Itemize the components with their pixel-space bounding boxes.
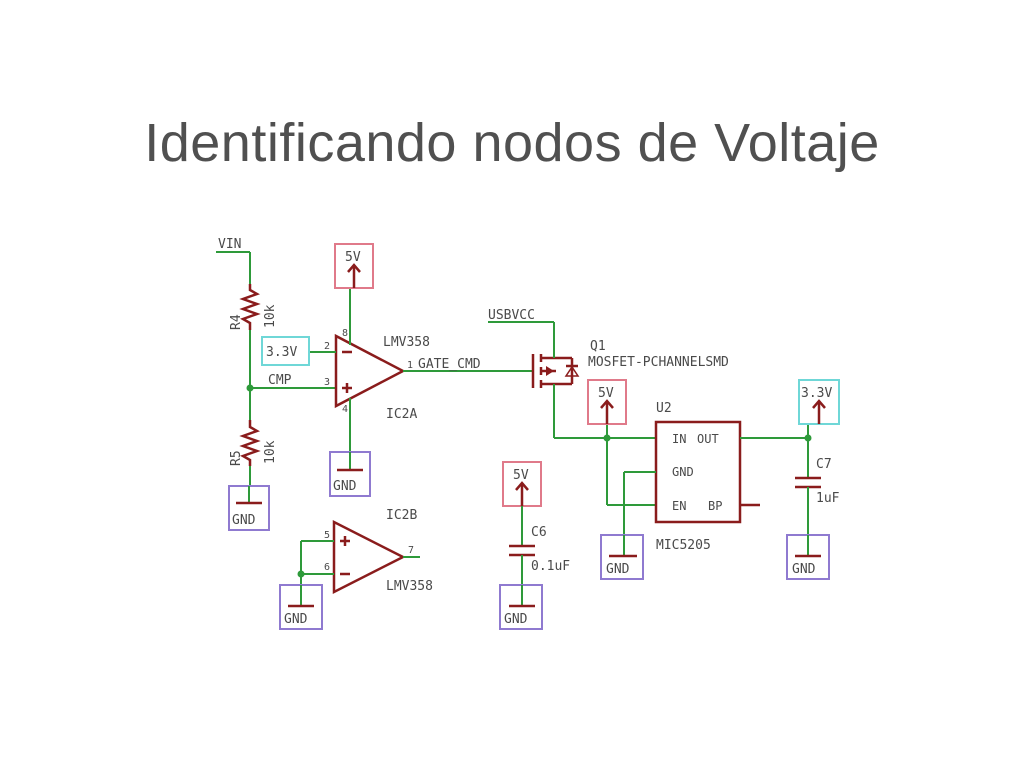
cmp-label: CMP [268, 373, 292, 388]
u2-ref: U2 [656, 401, 672, 416]
pin-2: 2 [324, 341, 330, 352]
resistor-r5: R5 10k [229, 420, 278, 466]
u2-pin-bp: BP [708, 499, 722, 513]
svg-text:3.3V: 3.3V [801, 386, 832, 401]
gate-cmd-label: GATE_CMD [418, 357, 481, 372]
supply-5v-c6: 5V [502, 461, 542, 507]
ic2b-junction [297, 570, 305, 578]
pin-3: 3 [324, 377, 330, 388]
gnd-symbol-ic2b: GND [279, 584, 323, 630]
u2-part: MIC5205 [656, 538, 711, 553]
gnd-symbol-r5: GND [228, 485, 270, 531]
regulator-u2: U2 IN OUT GND EN BP MIC5205 [654, 401, 742, 553]
q1-ref: Q1 [590, 339, 606, 354]
pin-5: 5 [324, 530, 330, 541]
svg-text:GND: GND [606, 562, 630, 577]
vin-label: VIN [218, 237, 241, 252]
c6-value: 0.1uF [531, 559, 570, 574]
slide-title: Identificando nodos de Voltaje [144, 113, 880, 173]
supply-5v-ic2a: 5V [334, 243, 374, 289]
pin-1: 1 [407, 360, 413, 371]
svg-text:GND: GND [232, 513, 256, 528]
pin-4: 4 [342, 404, 348, 415]
svg-text:5V: 5V [598, 386, 614, 401]
gnd-symbol-c6: GND [499, 584, 543, 630]
r5-ref: R5 [229, 450, 244, 466]
svg-text:5V: 5V [513, 468, 529, 483]
pin-7: 7 [408, 545, 414, 556]
c7-ref: C7 [816, 457, 832, 472]
pin-8: 8 [342, 328, 348, 339]
svg-text:5V: 5V [345, 250, 361, 265]
supply-3v3-out: 3.3V [798, 379, 840, 425]
supply-3v3-ic2a: 3.3V [261, 336, 310, 366]
ic2a-part: LMV358 [383, 335, 430, 350]
vin-net: VIN [216, 237, 251, 284]
c7-value: 1uF [816, 491, 840, 506]
u2-pin-out: OUT [697, 432, 719, 446]
ic2a-ref: IC2A [386, 407, 417, 422]
pin-6: 6 [324, 562, 330, 573]
svg-text:GND: GND [333, 479, 357, 494]
u2-pin-gnd: GND [672, 465, 694, 479]
opamp-ic2a: LMV358 IC2A 8 2 3 4 1 [324, 328, 430, 422]
resistor-r4: R4 10k [229, 284, 278, 330]
u2-pin-en: EN [672, 499, 686, 513]
svg-text:GND: GND [284, 612, 308, 627]
ic2b-ref: IC2B [386, 508, 417, 523]
r4-ref: R4 [229, 314, 244, 330]
gnd-symbol-ic2a: GND [329, 451, 371, 497]
svg-text:GND: GND [792, 562, 816, 577]
gnd-symbol-u2: GND [600, 534, 644, 580]
c6-ref: C6 [531, 525, 547, 540]
r5-value: 10k [263, 440, 278, 464]
mosfet-q1: Q1 MOSFET-PCHANNELSMD [531, 339, 729, 388]
capacitor-c7: C7 1uF [795, 457, 840, 506]
q1-part: MOSFET-PCHANNELSMD [588, 355, 729, 370]
ic2b-part: LMV358 [386, 579, 433, 594]
r4-value: 10k [263, 304, 278, 328]
u2-pin-in: IN [672, 432, 686, 446]
gnd-symbol-c7: GND [786, 534, 830, 580]
svg-text:GND: GND [504, 612, 528, 627]
supply-5v-u2: 5V [587, 379, 627, 425]
opamp-ic2b: IC2B LMV358 5 6 7 [324, 508, 433, 595]
capacitor-c6: C6 0.1uF [509, 525, 570, 574]
svg-text:3.3V: 3.3V [266, 345, 297, 360]
usbvcc-label: USBVCC [488, 308, 535, 323]
